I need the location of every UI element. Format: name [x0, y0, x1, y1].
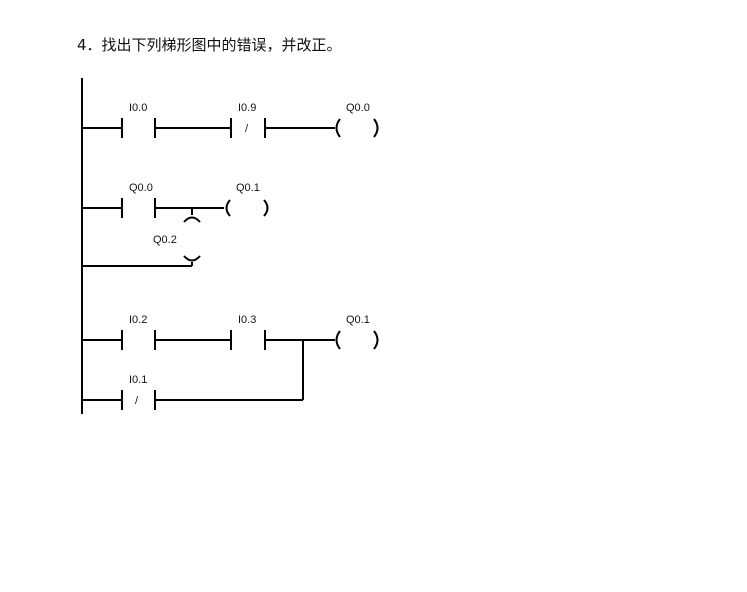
label-q00-contact: Q0.0: [129, 182, 153, 194]
coil-q00: [335, 118, 379, 138]
contact-i02: [121, 330, 156, 350]
label-q01-out-a: Q0.1: [236, 182, 260, 194]
label-i02: I0.2: [129, 314, 147, 326]
rung-2: Q0.0 Q0.1 Q0.2: [82, 182, 269, 267]
label-i09: I0.9: [238, 102, 256, 114]
label-q02: Q0.2: [153, 234, 177, 246]
coil-q02-vertical: [183, 216, 201, 262]
rung-3: I0.2 I0.3 Q0.1 / I0.1: [82, 314, 379, 410]
label-i03: I0.3: [238, 314, 256, 326]
nc-slash-i01: /: [135, 395, 139, 407]
contact-i01-nc: [121, 390, 156, 410]
question-title: 4．找出下列梯形图中的错误，并改正。: [77, 36, 342, 54]
label-q00-out: Q0.0: [346, 102, 370, 114]
label-i00: I0.0: [129, 102, 147, 114]
contact-q00: [121, 198, 156, 218]
coil-q01-b: [335, 330, 379, 350]
rung-1: I0.0 / I0.9 Q0.0: [82, 102, 379, 138]
coil-q01-a: [225, 199, 269, 217]
nc-slash-i09: /: [245, 123, 249, 135]
contact-i00: [121, 118, 156, 138]
contact-i03: [230, 330, 266, 350]
label-i01: I0.1: [129, 374, 147, 386]
label-q01-out-b: Q0.1: [346, 314, 370, 326]
